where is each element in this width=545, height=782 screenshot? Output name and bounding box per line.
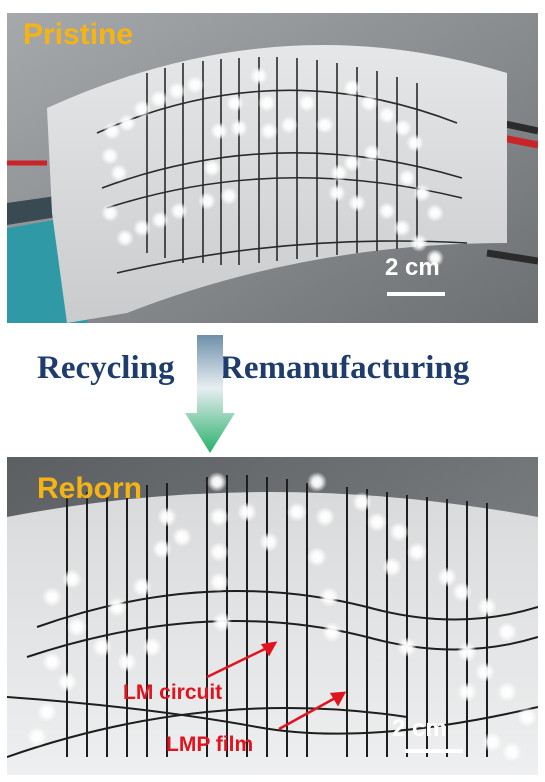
reborn-photo-image [7, 457, 538, 775]
recycling-label: Recycling [37, 350, 175, 386]
reborn-photo: Reborn LM circuit LMP film 2 cm [7, 457, 538, 775]
led-array-pristine [101, 67, 444, 267]
scale-bar-label-bottom: 2 cm [392, 715, 447, 742]
lmp-film-reborn [7, 492, 538, 775]
remanufacturing-label: Remanufacturing [220, 350, 470, 386]
panel-title-pristine: Pristine [23, 18, 134, 51]
pristine-photo: Pristine 2 cm [7, 13, 538, 323]
led-array-reborn [27, 472, 537, 762]
lm-circuit-pristine [96, 57, 468, 274]
scale-bar-line-top [387, 292, 445, 296]
process-arrow [185, 335, 235, 453]
scale-bar-line-bottom [405, 749, 463, 753]
annotation-lm-circuit: LM circuit [123, 681, 223, 704]
lm-circuit-reborn [7, 475, 538, 758]
annotation-arrows [206, 641, 347, 731]
black-wire-2 [486, 249, 538, 265]
scale-bar-label-top: 2 cm [385, 254, 440, 281]
panel-title-reborn: Reborn [37, 472, 142, 505]
annotation-lmp-film: LMP film [166, 733, 254, 756]
pristine-photo-image [7, 13, 538, 323]
